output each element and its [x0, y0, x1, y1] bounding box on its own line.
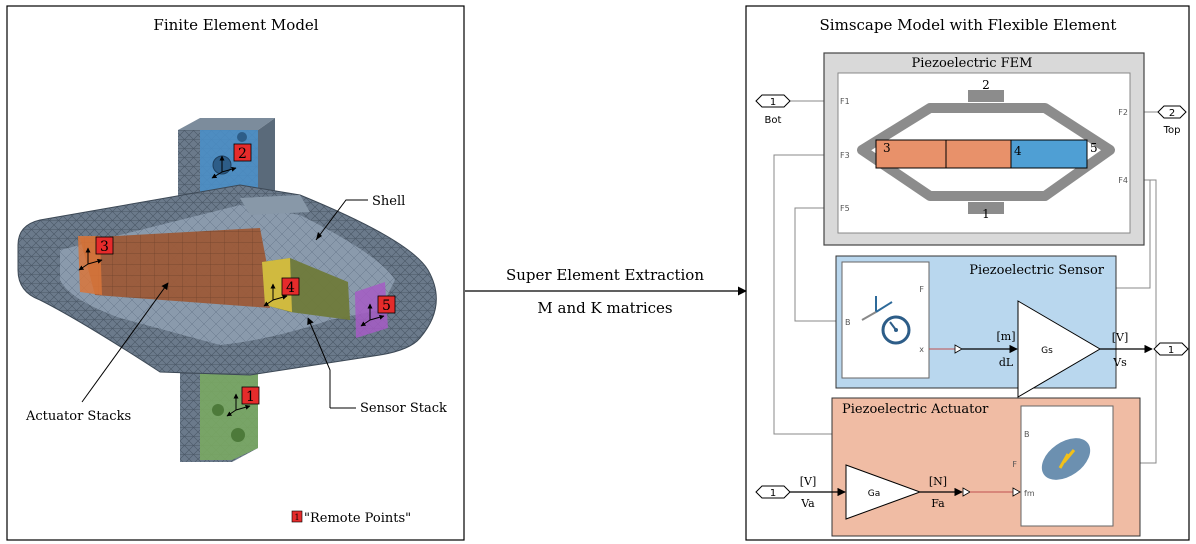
fem-node-3: 3 [883, 141, 891, 155]
right-panel-title: Simscape Model with Flexible Element [820, 16, 1117, 34]
sensor-port-f: F [919, 285, 924, 294]
actuator-port-fm: fm [1024, 489, 1035, 498]
fem-title: Piezoelectric FEM [912, 56, 1033, 71]
fem-node-2: 2 [982, 78, 990, 92]
remote-point-2: 2 [211, 143, 252, 179]
fem-port-f1: F1 [840, 97, 850, 106]
actuator-title: Piezoelectric Actuator [842, 402, 989, 417]
remote-point-4: 4 [263, 277, 300, 307]
actuator-stacks [78, 228, 270, 308]
sensor-gain: Gs [1041, 346, 1053, 356]
extraction-arrow: Super Element Extraction M and K matrice… [465, 266, 747, 317]
actuator-signal-in: Va [800, 497, 815, 510]
legend-marker-label: 1 [294, 513, 299, 522]
piezoelectric-fem-block: Piezoelectric FEM 2 3 4 5 1 F1 F3 F5 F2 … [823, 52, 1145, 246]
actuator-stacks-label: Actuator Stacks [25, 409, 131, 424]
outport-top-num: 2 [1169, 108, 1175, 119]
remote-point-3: 3 [78, 236, 114, 271]
outport-vs-num: 1 [1168, 345, 1174, 356]
sensor-signal-out: Vs [1112, 356, 1127, 369]
actuator-unit-out: [N] [929, 475, 947, 488]
remote-point-2-label: 2 [238, 146, 247, 162]
right-panel-frame [745, 5, 1190, 541]
actuator-stacks-callout: Actuator Stacks [25, 282, 169, 424]
sensor-stack-callout: Sensor Stack [307, 317, 447, 416]
remote-point-3-label: 3 [100, 239, 109, 255]
sensor-unit-out: [V] [1112, 331, 1129, 344]
fem-node-5: 5 [1090, 141, 1098, 155]
fem-node-1: 1 [982, 207, 990, 221]
piezoelectric-actuator-block: Piezoelectric Actuator B F fm Ga [N] Fa … [790, 397, 1141, 537]
fem-port-f3: F3 [840, 151, 850, 160]
piezoelectric-sensor-block: Piezoelectric Sensor F B x [m] dL Gs [V]… [835, 255, 1153, 398]
left-panel-frame [6, 5, 465, 541]
sensor-unit-in: [m] [996, 330, 1015, 343]
fem-port-f5: F5 [840, 204, 850, 213]
fem-node-4: 4 [1014, 144, 1022, 158]
outport-top-label: Top [1163, 125, 1181, 136]
inport-bot-label: Bot [765, 115, 782, 126]
legend-text: "Remote Points" [304, 511, 411, 526]
inport-bot: 1 Bot [755, 94, 791, 126]
actuator-gain: Ga [868, 489, 881, 499]
sensor-title: Piezoelectric Sensor [969, 263, 1105, 278]
sensor-gauge-icon [861, 296, 911, 345]
shell-callout: Shell [315, 194, 405, 241]
outport-vs: 1 [1153, 342, 1189, 356]
actuator-port-f: F [1012, 460, 1017, 469]
remote-point-5: 5 [360, 295, 396, 327]
actuator-unit-in: [V] [800, 475, 817, 488]
matrices-label: M and K matrices [537, 299, 672, 317]
remote-point-5-label: 5 [382, 298, 391, 314]
remote-point-1: 1 [226, 386, 260, 417]
remote-point-1-label: 1 [246, 389, 255, 405]
sensor-stack-label: Sensor Stack [360, 401, 447, 416]
fem-port-f2: F2 [1118, 108, 1128, 117]
inport-bot-num: 1 [770, 97, 776, 108]
remote-points-legend: 1 "Remote Points" [291, 510, 411, 526]
sensor-port-x: x [919, 345, 924, 354]
actuator-lightning-icon [1041, 438, 1091, 480]
inport-va-num: 1 [770, 488, 776, 499]
left-panel-title: Finite Element Model [153, 16, 318, 34]
remote-point-4-label: 4 [286, 280, 295, 296]
outport-top: 2 Top [1157, 105, 1187, 136]
sensor-signal-in: dL [999, 356, 1014, 369]
inport-va: 1 [755, 485, 791, 499]
sensor-port-b: B [845, 318, 851, 327]
actuator-port-b: B [1024, 430, 1030, 439]
actuator-signal-out: Fa [931, 497, 945, 510]
extraction-label: Super Element Extraction [506, 266, 704, 284]
shell-label: Shell [372, 194, 405, 209]
fem-port-f4: F4 [1118, 176, 1128, 185]
